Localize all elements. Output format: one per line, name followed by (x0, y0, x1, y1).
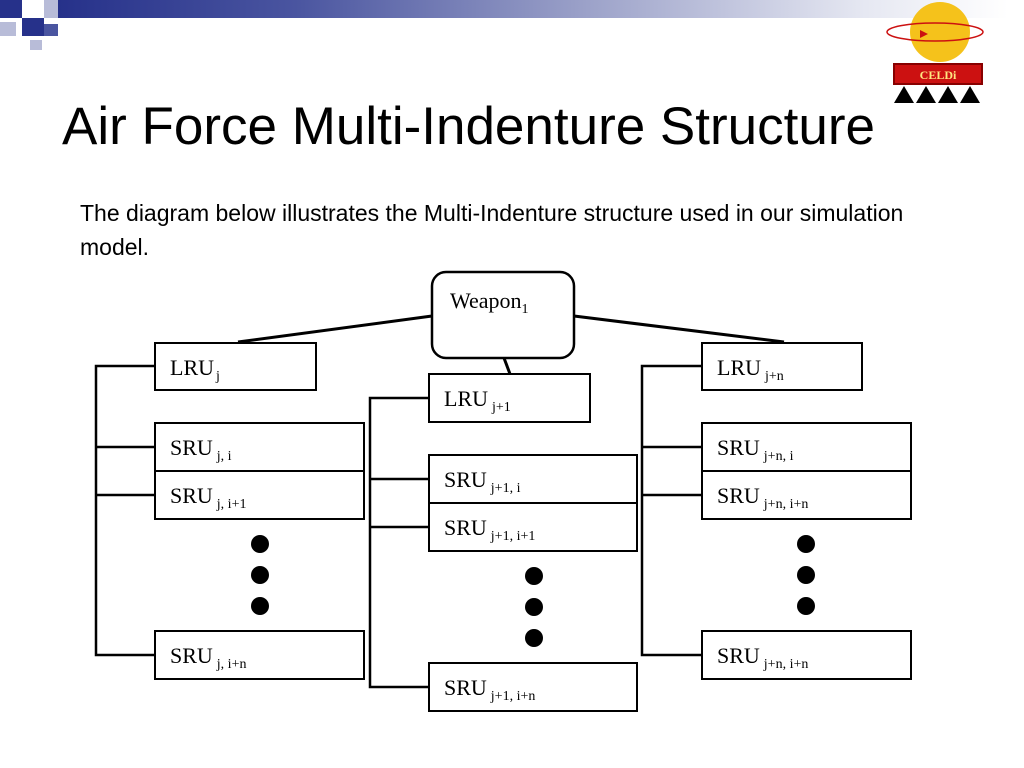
corner-square-6 (30, 40, 42, 50)
slide-title: Air Force Multi-Indenture Structure (62, 97, 875, 156)
weapon-node: Weapon1 (430, 270, 576, 360)
ellipsis-dots (251, 535, 269, 615)
ellipsis-dots (525, 567, 543, 647)
header-gradient-bar (58, 0, 1008, 18)
corner-square-4 (0, 22, 16, 36)
logo-orbit-icon (886, 22, 984, 42)
root-connectors (237, 314, 785, 375)
column-3-connectors (640, 364, 702, 657)
corner-square-1 (0, 0, 22, 18)
corner-square-2 (22, 18, 44, 36)
slide-description: The diagram below illustrates the Multi-… (80, 200, 904, 260)
column-1-connectors (94, 364, 155, 657)
logo-sun-icon (910, 2, 970, 62)
logo-banner (893, 63, 983, 85)
logo-text: CELDi (920, 68, 957, 82)
celdi-logo: CELDi (886, 2, 984, 103)
corner-square-3 (44, 0, 58, 18)
column-2-connectors (368, 396, 429, 689)
corner-square-5 (44, 24, 58, 36)
ellipsis-dots (797, 535, 815, 615)
weapon-label: Weapon1 (450, 288, 529, 317)
